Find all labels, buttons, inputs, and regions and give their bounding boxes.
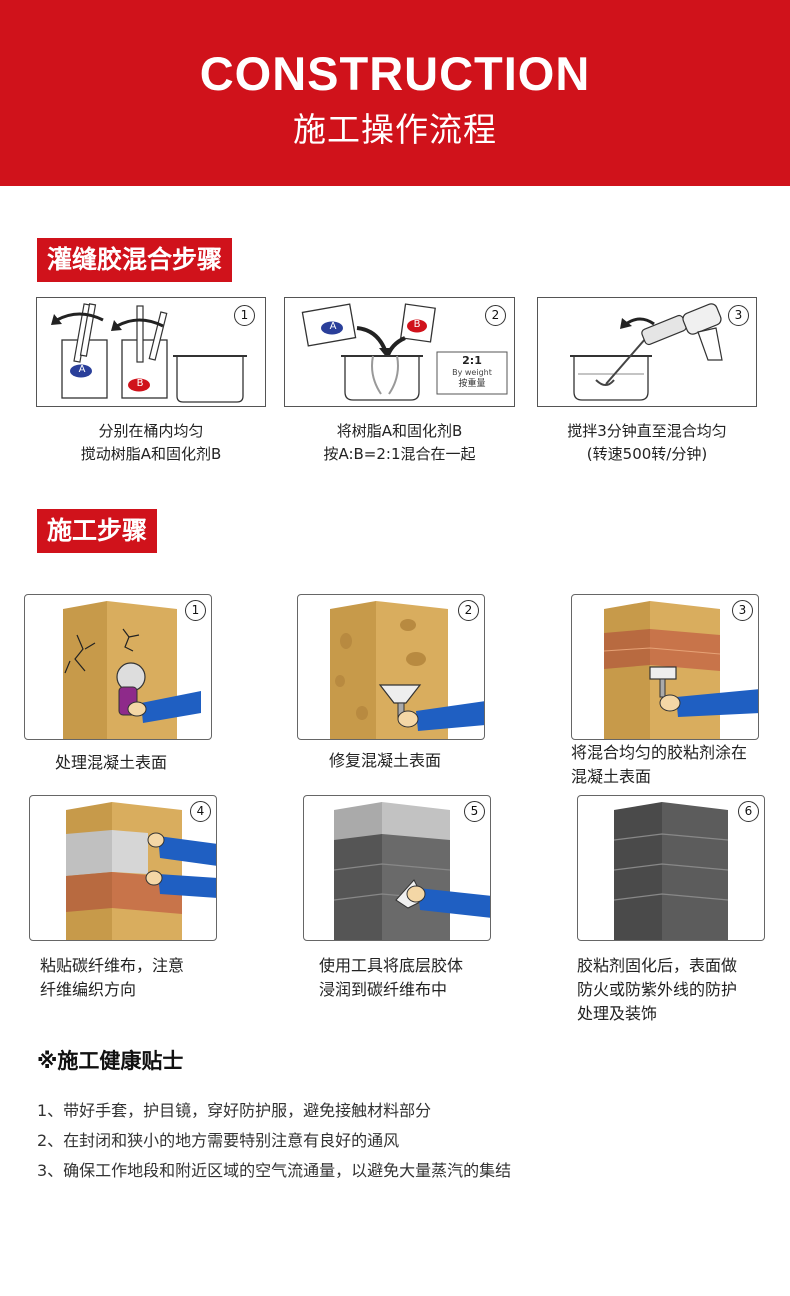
caption-line: 将混合均匀的胶粘剂涂在 (571, 743, 748, 762)
step-number-badge: 5 (464, 801, 485, 822)
step-number-badge: 1 (185, 600, 206, 621)
ratio-value: 2:1 (462, 354, 482, 367)
caption-line: 浸润到碳纤维布中 (319, 980, 448, 999)
health-tip-item: 2、在封闭和狭小的地方需要特别注意有良好的通风 (37, 1131, 400, 1150)
hardener-b-label: B (136, 378, 144, 389)
finished-column-illustration (613, 802, 729, 940)
caption-line: 按A:B=2:1混合在一起 (323, 445, 476, 463)
resin-a-label: A (329, 321, 337, 332)
weight-ratio-note: 2:1 By weight 按重量 (437, 354, 507, 391)
construction-step-4-illustration: 4 (29, 795, 217, 941)
ratio-unit-cn: 按重量 (458, 379, 486, 389)
concrete-grinding-illustration (63, 601, 201, 739)
construction-step-5-caption: 使用工具将底层胶体 浸润到碳纤维布中 (319, 954, 463, 1002)
construction-step-2-illustration: 2 (297, 594, 485, 740)
mix-drill-illustration (570, 303, 723, 401)
mixing-section-tag: 灌缝胶混合步骤 (37, 238, 233, 282)
mix-pour-illustration (301, 303, 508, 401)
step-number-badge: 6 (738, 801, 759, 822)
caption-line: 胶粘剂固化后，表面做 (577, 956, 738, 975)
page-title: CONSTRUCTION (199, 47, 591, 100)
mix-step-3-caption: 搅拌3分钟直至混合均匀 (转速500转/分钟) (537, 420, 757, 466)
construction-step-2-caption: 修复混凝土表面 (329, 749, 441, 773)
mix-step-3-illustration: 3 (537, 297, 757, 407)
construction-step-1-caption: 处理混凝土表面 (55, 751, 167, 775)
health-tip-item: 1、带好手套，护目镜，穿好防护服，避免接触材料部分 (37, 1101, 432, 1120)
caption-line: 粘贴碳纤维布，注意 (40, 956, 185, 975)
caption-line: 使用工具将底层胶体 (319, 956, 464, 975)
construction-step-3-illustration: 3 (571, 594, 759, 740)
resin-a-label: A (78, 364, 86, 375)
caption-line: 修复混凝土表面 (329, 751, 442, 770)
construction-step-6-illustration: 6 (577, 795, 765, 941)
caption-line: 处理及装饰 (577, 1004, 658, 1023)
carbon-fiber-impregnate-illustration (333, 802, 490, 940)
caption-line: 搅动树脂A和固化剂B (80, 445, 222, 463)
step-number-badge: 1 (234, 305, 255, 326)
hardener-b-label: B (413, 319, 421, 330)
construction-step-6-caption: 胶粘剂固化后，表面做 防火或防紫外线的防护 处理及装饰 (577, 954, 737, 1026)
step-number-badge: 3 (732, 600, 753, 621)
construction-step-4-caption: 粘贴碳纤维布，注意 纤维编织方向 (40, 954, 184, 1002)
caption-line: 防火或防紫外线的防护 (577, 980, 738, 999)
page-subtitle: 施工操作流程 (293, 110, 497, 149)
construction-step-5-illustration: 5 (303, 795, 491, 941)
caption-line: 分别在桶内均匀 (98, 422, 204, 440)
caption-line: 将树脂A和固化剂B (336, 422, 463, 440)
step-number-badge: 4 (190, 801, 211, 822)
caption-line: 处理混凝土表面 (55, 753, 168, 772)
construction-step-3-caption: 将混合均匀的胶粘剂涂在 混凝土表面 (571, 741, 747, 789)
caption-line: 混凝土表面 (571, 767, 652, 786)
mix-step-2-caption: 将树脂A和固化剂B 按A:B=2:1混合在一起 (284, 420, 515, 466)
construction-section-tag: 施工步骤 (37, 509, 158, 553)
adhesive-coating-illustration (603, 601, 758, 739)
header-banner: CONSTRUCTION 施工操作流程 (0, 0, 790, 186)
mix-buckets-illustration (51, 303, 247, 403)
carbon-fiber-attach-illustration (66, 802, 216, 940)
mix-step-1-caption: 分别在桶内均匀 搅动树脂A和固化剂B (36, 420, 266, 466)
caption-line: (转速500转/分钟) (586, 445, 708, 463)
mix-step-1-illustration: A B 1 (36, 297, 266, 407)
caption-line: 纤维编织方向 (40, 980, 137, 999)
health-tip-item: 3、确保工作地段和附近区域的空气流通量，以避免大量蒸汽的集结 (37, 1161, 512, 1180)
construction-step-1-illustration: 1 (24, 594, 212, 740)
health-tips-title: ※施工健康贴士 (37, 1049, 184, 1073)
ratio-unit-en: By weight (452, 368, 492, 377)
caption-line: 搅拌3分钟直至混合均匀 (567, 422, 727, 440)
concrete-repair-illustration (330, 601, 484, 739)
step-number-badge: 2 (485, 305, 506, 326)
step-number-badge: 2 (458, 600, 479, 621)
mix-step-2-illustration: A B 2:1 By weight 按重量 2 (284, 297, 515, 407)
step-number-badge: 3 (728, 305, 749, 326)
